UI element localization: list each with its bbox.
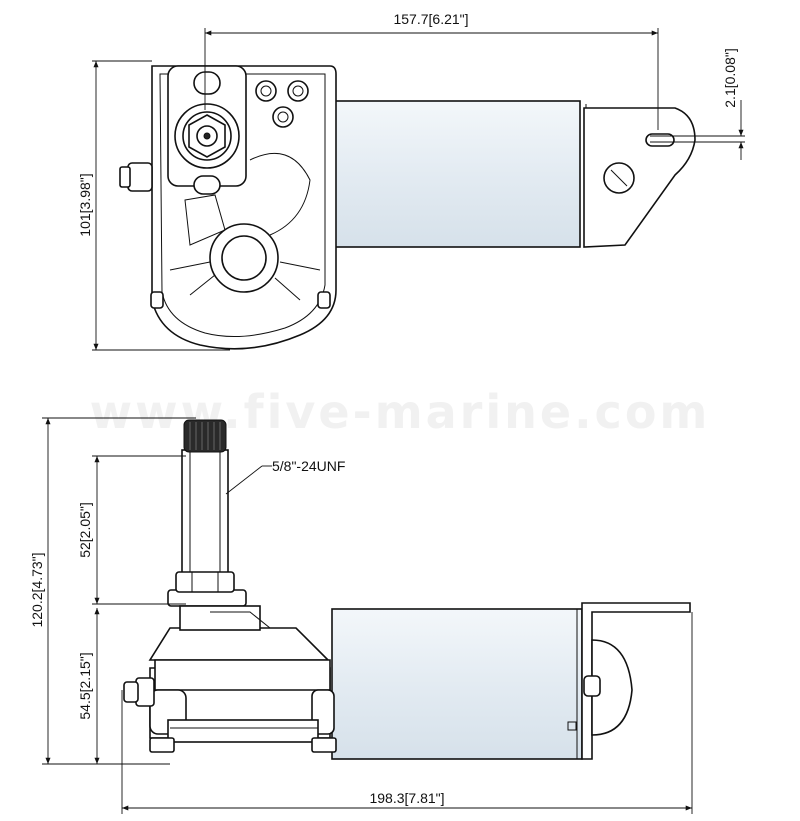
motor-can-side: [331, 608, 583, 760]
height-dimension-label: 101[3.98"]: [77, 173, 93, 236]
body-dimension-label: 54.5[2.15"]: [77, 652, 93, 719]
offset-dimension-label: 2.1[0.08"]: [722, 48, 738, 107]
motor-can: [329, 100, 581, 248]
top-dimensions: 157.7[6.21"] 101[3.98"] 2.1[0.08"]: [77, 11, 745, 351]
width-dimension-label: 157.7[6.21"]: [393, 11, 468, 27]
mount-bracket: [583, 107, 696, 248]
watermark: www.five-marine.com: [90, 385, 711, 439]
side-dimensions: 5/8"-24UNF 120.2[4.73"] 52[2.05"] 54.5[2…: [29, 417, 693, 814]
output-shaft: [181, 449, 229, 575]
thread-label: 5/8"-24UNF: [272, 458, 345, 474]
top-view: [119, 65, 696, 350]
length-dimension-label: 198.3[7.81"]: [369, 790, 444, 806]
total-height-label: 120.2[4.73"]: [29, 552, 45, 627]
side-view: [123, 419, 691, 760]
knurled-cap: [183, 419, 227, 453]
side-bracket: [581, 602, 691, 760]
shaft-dimension-label: 52[2.05"]: [77, 502, 93, 558]
